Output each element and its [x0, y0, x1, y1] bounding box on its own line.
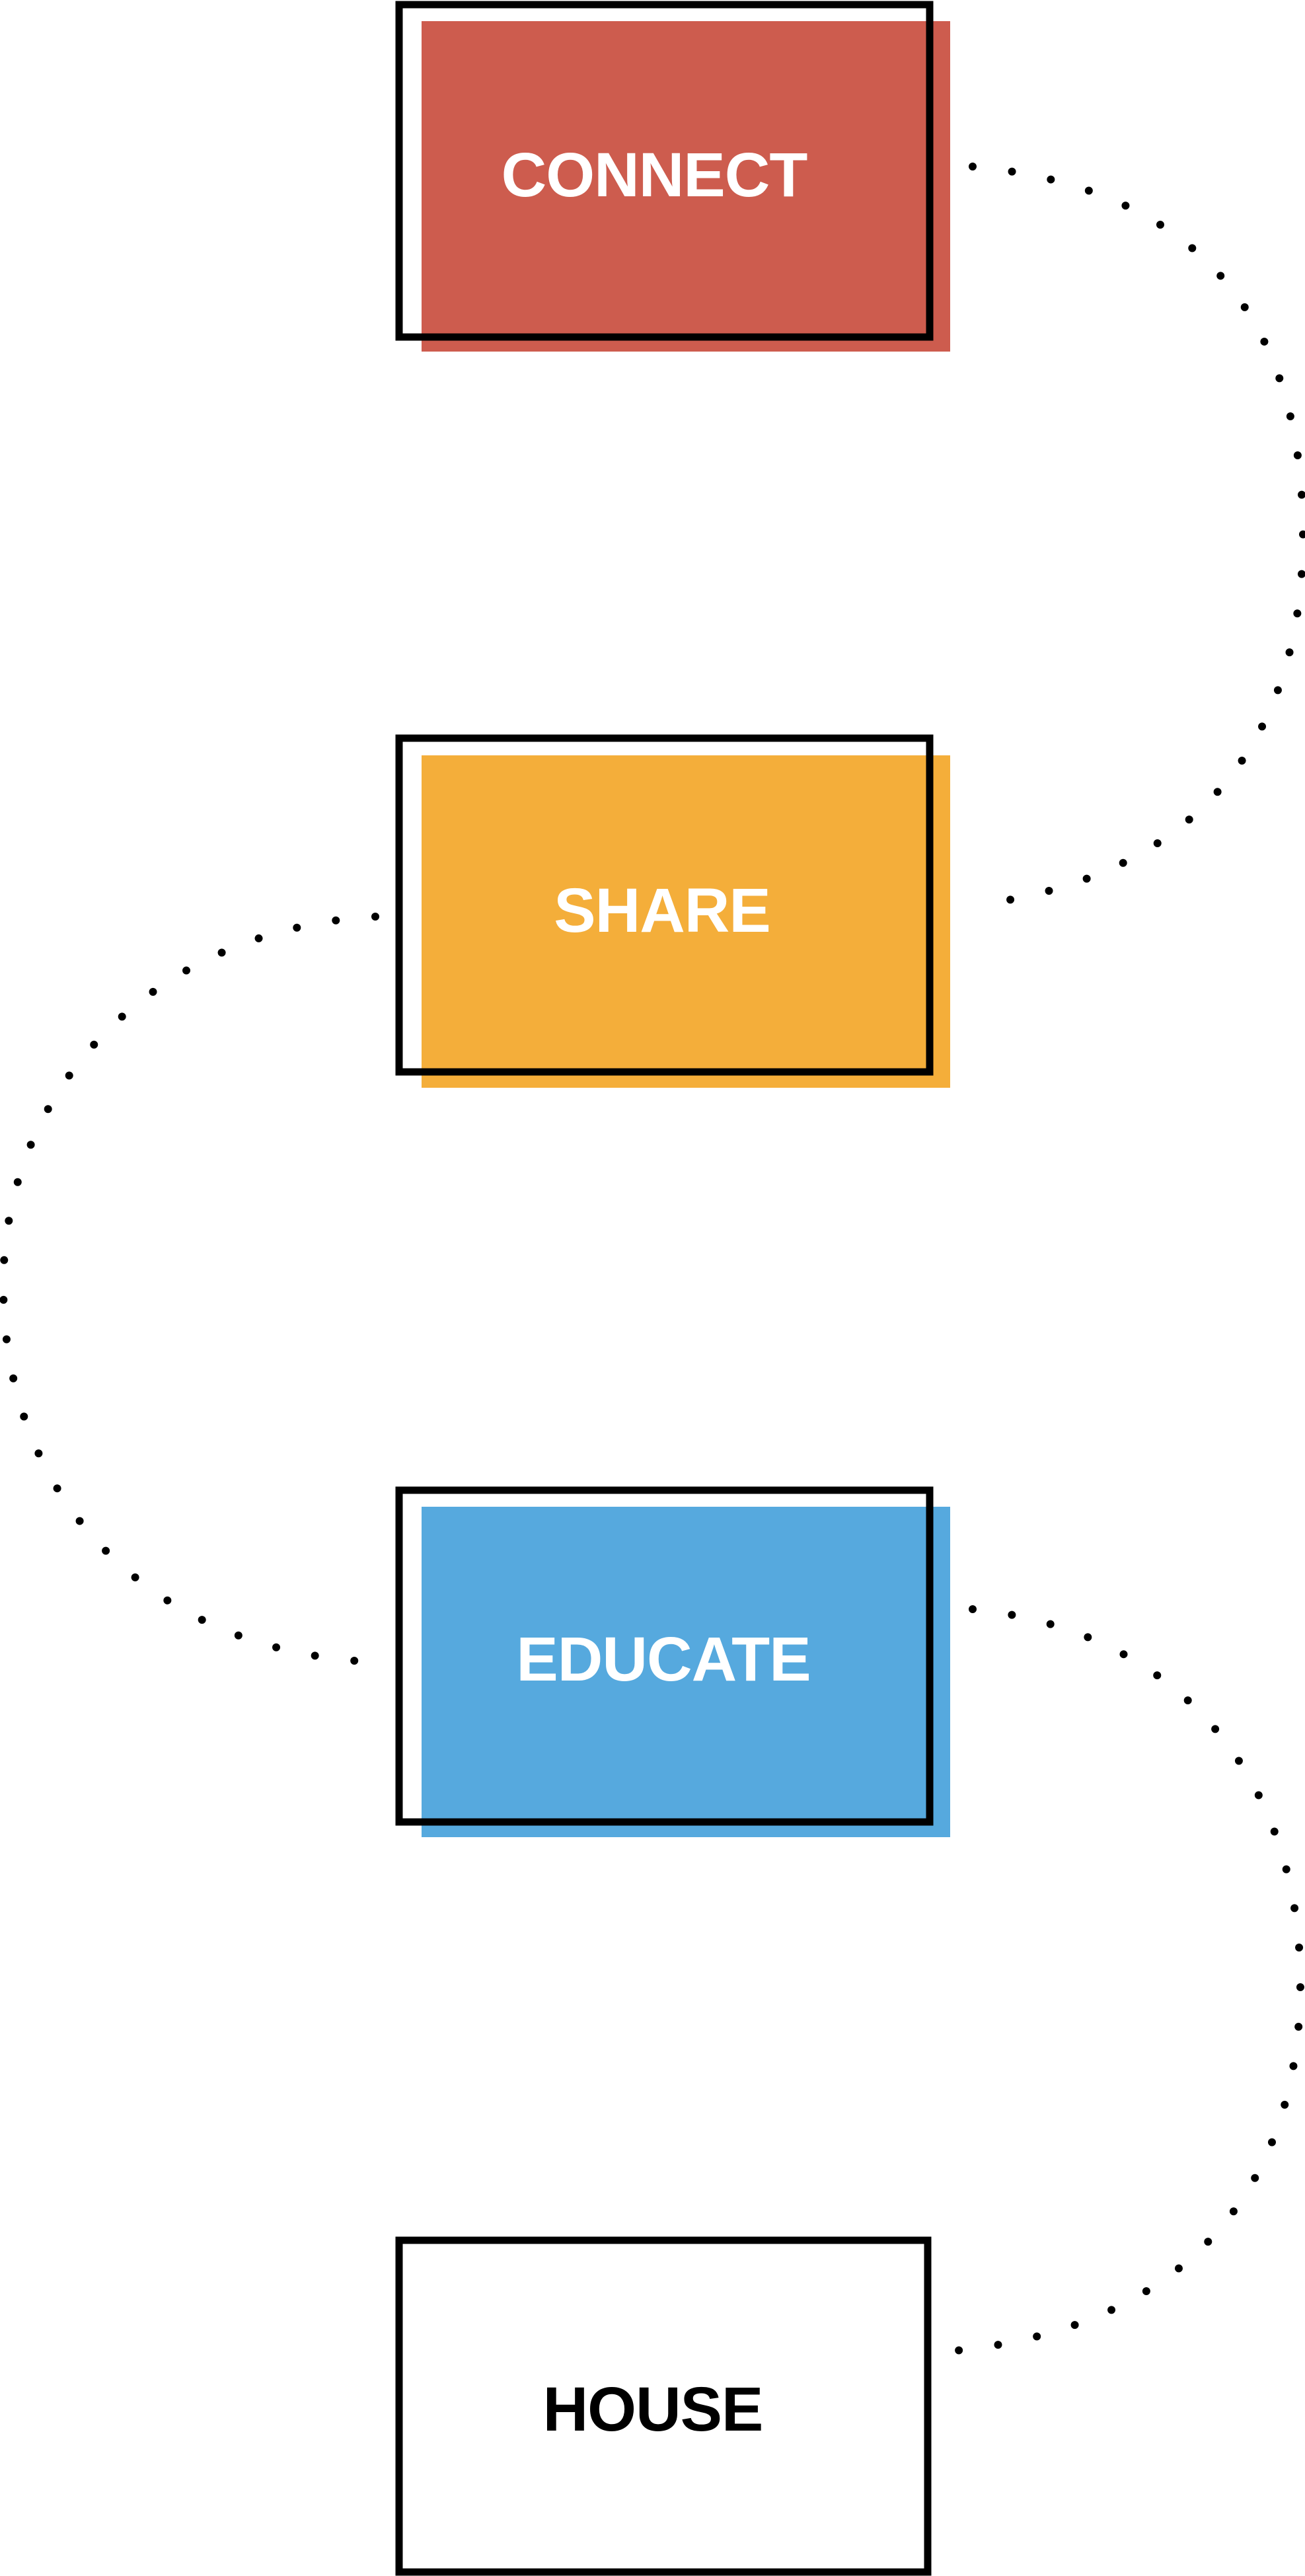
- step-house: HOUSE: [395, 2236, 932, 2576]
- step-educate-label: EDUCATE: [516, 1624, 810, 1694]
- step-educate: EDUCATE: [395, 1486, 950, 1837]
- step-share: SHARE: [395, 734, 950, 1088]
- step-educate-outline: [395, 1486, 934, 1826]
- step-connect: CONNECT: [395, 1, 950, 352]
- connector-connect-to-share: [969, 163, 1305, 909]
- step-connect-outline: [395, 1, 934, 341]
- step-share-outline: [395, 734, 934, 1076]
- step-house-outline: [395, 2236, 932, 2576]
- step-share-fill: [422, 755, 950, 1088]
- step-educate-fill: [422, 1507, 950, 1837]
- step-connect-label: CONNECT: [502, 140, 808, 210]
- connector-share-to-educate: [0, 913, 379, 1666]
- step-share-label: SHARE: [554, 876, 770, 946]
- step-house-label: HOUSE: [543, 2374, 763, 2444]
- connector-educate-to-house: [928, 1605, 1305, 2357]
- step-connect-fill: [422, 21, 950, 352]
- connectors: [0, 163, 1305, 2357]
